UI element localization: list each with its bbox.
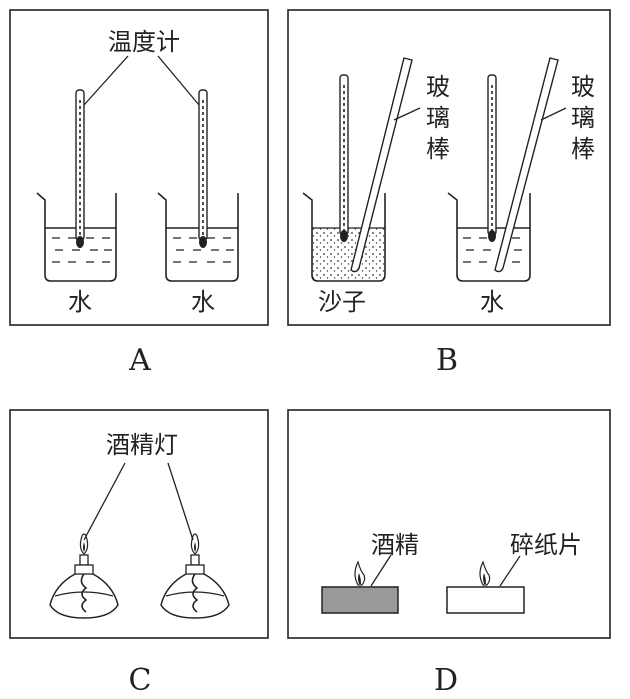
svg-text:棒: 棒 [426, 135, 450, 163]
paper-leader [499, 555, 521, 587]
lamp-leader-left [83, 462, 126, 541]
thermometer-leader-right [157, 55, 200, 106]
thermometer-water [487, 74, 497, 242]
rod-leader-left [393, 107, 421, 121]
svg-text:璃: 璃 [571, 104, 595, 132]
rod-leader-right [540, 107, 567, 121]
paper-block [446, 560, 525, 614]
glass-rod-water [494, 57, 559, 273]
glass-rod-sand [350, 57, 413, 273]
beaker-right-water [157, 192, 239, 282]
alcohol-label: 酒精 [371, 531, 419, 559]
panel-d-frame [287, 409, 611, 639]
beaker-sand-label: 沙子 [318, 288, 366, 316]
lamp-label: 酒精灯 [106, 431, 178, 459]
panel-a-frame [9, 9, 269, 326]
alcohol-leader [370, 554, 392, 587]
water-dashes [173, 237, 234, 263]
thermometer-leader-left [83, 55, 129, 106]
panel-a-caption: A [128, 343, 151, 378]
panel-c-frame [9, 409, 269, 639]
panel-c: 酒精灯 [9, 409, 269, 639]
water-dashes [52, 237, 112, 263]
alcohol-lamp-right [160, 533, 230, 619]
svg-text:玻: 玻 [426, 73, 450, 101]
panel-b: 玻 璃 棒 玻 璃 棒 沙子 水 [287, 9, 611, 326]
alcohol-lamp-left [49, 533, 119, 619]
thermometer-sand [339, 74, 349, 242]
svg-text:玻: 玻 [571, 73, 595, 101]
rod-label-left: 玻 璃 棒 [426, 73, 450, 163]
rod-label-right: 玻 璃 棒 [571, 73, 595, 163]
alcohol-block [321, 560, 399, 614]
panel-b-caption: B [436, 343, 458, 378]
beaker-right-label: 水 [191, 288, 215, 316]
svg-text:璃: 璃 [426, 104, 450, 132]
panel-c-caption: C [129, 663, 152, 698]
beaker-left-water [36, 192, 117, 282]
thermometer-label: 温度计 [108, 28, 180, 56]
beaker-right-water [447, 192, 531, 282]
panel-a: 温度计 水 水 [9, 9, 269, 326]
panel-d-caption: D [434, 663, 458, 698]
beaker-water-label: 水 [480, 288, 504, 316]
lamp-leader-right [167, 462, 194, 541]
panel-b-frame [287, 9, 611, 326]
paper-label: 碎纸片 [510, 531, 582, 559]
thermometer-right [198, 89, 208, 248]
beaker-left-label: 水 [68, 288, 92, 316]
panel-d: 酒精 碎纸片 [287, 409, 611, 639]
svg-text:棒: 棒 [571, 135, 595, 163]
thermometer-left [75, 89, 85, 248]
water-dashes [463, 237, 522, 263]
